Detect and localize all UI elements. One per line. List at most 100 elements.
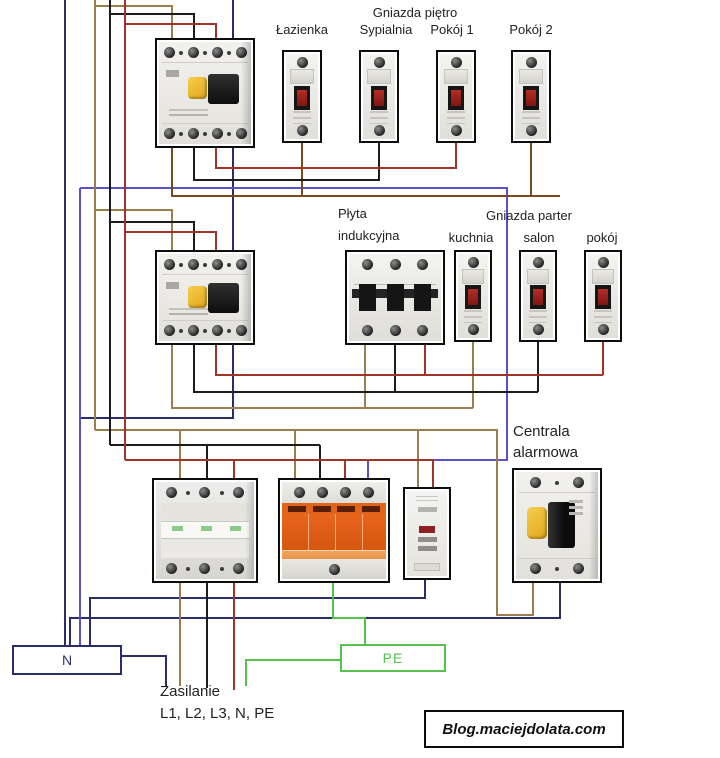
dot-icon	[227, 328, 231, 333]
wire-neutral-blue	[79, 187, 508, 645]
breaker-toggle-icon	[413, 284, 431, 311]
supply-label-line2: L1, L2, L3, N, PE	[160, 705, 275, 722]
brand-mark-icon	[166, 70, 179, 77]
rating-text-lines	[464, 310, 482, 323]
isolator-window-band	[161, 521, 249, 540]
dot-icon	[179, 262, 183, 267]
mcb-pokoj-2	[511, 50, 551, 143]
rcd-centrala-alarmowa	[512, 468, 602, 583]
rating-text-lines	[369, 110, 389, 124]
screw-icon	[187, 325, 199, 336]
screw-icon	[235, 259, 247, 270]
pole-column	[386, 254, 404, 341]
screw-icon	[199, 563, 211, 574]
screw-icon	[530, 477, 541, 488]
rating-text-lines	[168, 312, 209, 315]
mcb-salon	[519, 250, 557, 342]
module-window-icon	[337, 505, 356, 512]
terminal-screws-top	[516, 474, 598, 491]
screw-icon	[211, 128, 223, 139]
terminal-screws-top	[159, 44, 251, 61]
alarm-label-line2: alarmowa	[513, 444, 579, 461]
screw-icon	[317, 487, 328, 498]
surge-protector	[278, 478, 390, 583]
breaker-toggle-icon	[386, 284, 404, 311]
dot-icon	[186, 490, 191, 495]
terminal-screws-top	[157, 484, 253, 501]
screw-icon	[163, 259, 175, 270]
pe-busbar-label: PE	[382, 650, 404, 666]
screw-icon	[232, 487, 244, 498]
breaker-cap	[367, 69, 391, 85]
pole-column	[413, 254, 431, 341]
screw-icon	[187, 47, 199, 58]
mcb-device-body	[523, 254, 553, 338]
indicator-window-icon	[417, 545, 437, 552]
mcb3-device-body	[349, 254, 441, 341]
terminal-screws-bottom	[157, 560, 253, 577]
screw-icon	[187, 128, 199, 139]
circuit-label-pokoj-2: Pokój 2	[509, 22, 553, 37]
rating-text-lines	[415, 496, 439, 502]
module-window-icon	[312, 505, 331, 512]
rating-text-lines	[521, 110, 541, 124]
mcb-device-body	[440, 54, 472, 139]
dot-icon	[219, 490, 224, 495]
isolator-face	[161, 503, 249, 558]
dot-icon	[203, 50, 207, 55]
screw-icon	[328, 563, 340, 575]
screw-icon	[232, 563, 244, 574]
rcd-device-body	[159, 254, 251, 341]
breaker-cap	[592, 269, 614, 284]
terminal-screws-bottom	[282, 559, 386, 579]
mcb-sypialnia	[359, 50, 399, 143]
status-window-icon	[171, 526, 183, 532]
breaker-toggle-icon	[523, 85, 539, 110]
breaker-toggle-icon	[371, 85, 387, 110]
dot-icon	[203, 131, 207, 136]
circuit-label-lazienka: Łazienka	[275, 22, 329, 37]
dot-icon	[227, 262, 231, 267]
dot-icon	[227, 50, 231, 55]
screw-icon	[235, 128, 247, 139]
wire-pe-green	[245, 583, 366, 686]
mcb-kuchnia	[454, 250, 492, 342]
rating-text-lines	[594, 310, 612, 323]
test-button-icon	[187, 285, 207, 308]
mcb-pokoj	[584, 250, 622, 342]
indicator-device-body	[407, 491, 447, 576]
screw-icon	[416, 325, 428, 336]
module-window-icon	[288, 505, 307, 512]
spd-module-windows	[282, 503, 386, 514]
circuit-label-pokoj: pokój	[586, 230, 618, 245]
screw-icon	[450, 125, 462, 136]
screw-icon	[211, 259, 223, 270]
screw-icon	[450, 57, 462, 68]
wire-neutral-navy	[64, 0, 561, 686]
screw-icon	[362, 325, 374, 336]
screw-icon	[166, 563, 178, 574]
dot-icon	[186, 566, 191, 571]
rcd-face	[162, 274, 248, 321]
isolator-device-body	[156, 482, 254, 579]
breaker-toggle-icon	[595, 285, 611, 309]
pole-column	[359, 254, 377, 341]
breaker-toggle-icon	[359, 284, 377, 311]
rcd-face	[519, 492, 595, 559]
dot-icon	[203, 262, 207, 267]
screw-icon	[389, 325, 401, 336]
switch-lever-icon	[207, 283, 239, 314]
breaker-toggle-icon	[530, 285, 546, 309]
rating-text-lines	[446, 110, 466, 124]
screw-icon	[532, 257, 544, 268]
spd-device-body	[282, 482, 386, 579]
phase-indicator	[403, 487, 451, 580]
screw-icon	[530, 563, 541, 574]
indicator-window-red-icon	[419, 526, 435, 533]
rcd-device-body	[159, 42, 251, 144]
rating-text-lines	[529, 310, 547, 323]
rcd-device-body	[516, 472, 598, 579]
neutral-busbar-label: N	[61, 652, 73, 668]
mcb-device-body	[286, 54, 318, 139]
